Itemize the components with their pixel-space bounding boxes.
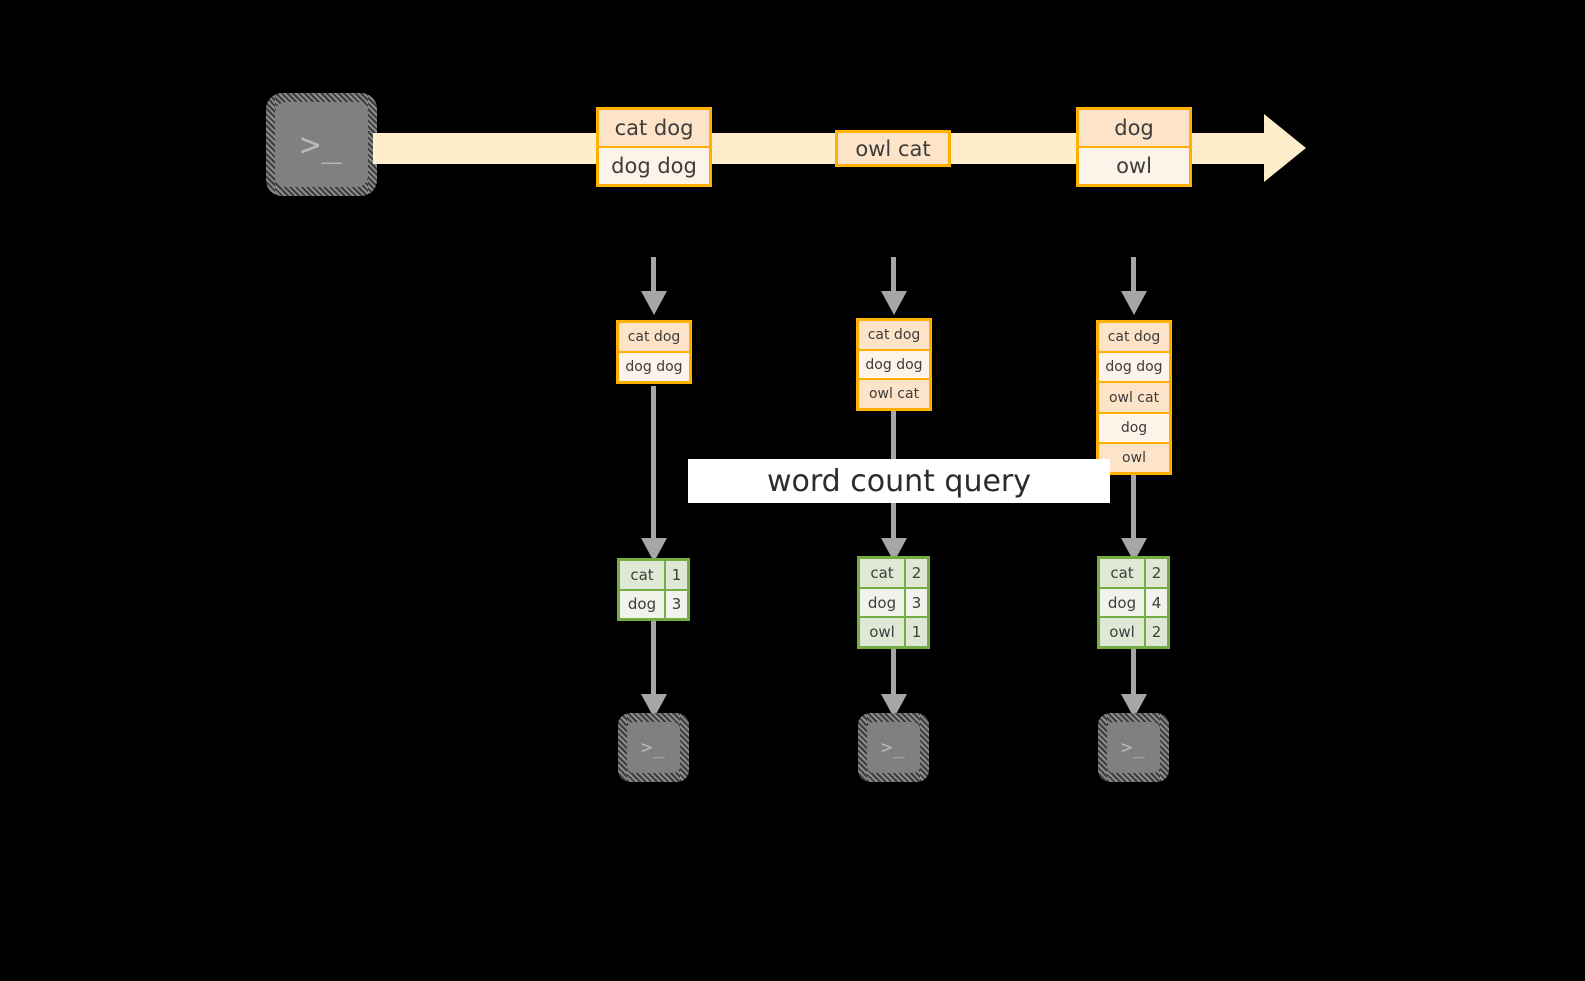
dashed-connector-arrowhead xyxy=(881,291,907,315)
terminal-prompt-glyph: >_ xyxy=(641,736,666,758)
accumulated-line: dog dog xyxy=(1099,351,1169,382)
result-count: 2 xyxy=(906,559,927,587)
result-row: owl 1 xyxy=(860,616,927,646)
accumulated-line: owl xyxy=(1099,441,1169,472)
stream-record-line: dog dog xyxy=(599,146,709,184)
result-table: cat 2 dog 3 owl 1 xyxy=(857,556,930,649)
result-row: dog 4 xyxy=(1100,586,1167,617)
accumulated-state-stack: cat dog dog dog xyxy=(616,320,692,384)
result-row: owl 2 xyxy=(1100,616,1167,646)
query-connector xyxy=(651,386,656,550)
result-word: cat xyxy=(1100,559,1146,587)
result-word: dog xyxy=(1100,588,1146,617)
result-word: cat xyxy=(860,559,906,587)
terminal-face xyxy=(627,722,680,773)
result-row: cat 1 xyxy=(620,561,687,589)
dashed-connector-arrowhead xyxy=(641,291,667,315)
result-word: dog xyxy=(620,590,666,618)
dashed-connector xyxy=(651,257,656,291)
accumulated-line: dog dog xyxy=(619,351,689,381)
stream-record-line: owl cat xyxy=(838,133,948,164)
stream-record-line: dog xyxy=(1079,110,1189,146)
terminal-prompt-glyph: >_ xyxy=(1121,736,1146,758)
result-row: dog 3 xyxy=(620,588,687,618)
accumulated-state-stack: cat dog dog dog owl cat xyxy=(856,318,932,411)
result-row: cat 2 xyxy=(1100,559,1167,587)
result-count: 3 xyxy=(666,590,687,618)
stream-band-arrowhead xyxy=(1264,114,1306,182)
query-connector xyxy=(1131,472,1136,550)
accumulated-line: owl cat xyxy=(1099,381,1169,412)
result-row: cat 2 xyxy=(860,559,927,587)
accumulated-line: dog dog xyxy=(859,348,929,379)
terminal-face xyxy=(275,102,368,187)
sink-connector xyxy=(891,649,896,697)
query-banner-label: word count query xyxy=(766,463,1032,499)
result-count: 2 xyxy=(1146,559,1167,587)
result-table: cat 1 dog 3 xyxy=(617,558,690,621)
accumulated-line: dog xyxy=(1099,411,1169,442)
sink-terminal-icon: >_ xyxy=(858,713,929,782)
accumulated-line: cat dog xyxy=(619,323,689,351)
result-count: 2 xyxy=(1146,618,1167,646)
result-row: dog 3 xyxy=(860,586,927,617)
accumulated-line: owl cat xyxy=(859,378,929,408)
result-count: 1 xyxy=(666,561,687,589)
query-banner: word count query xyxy=(688,459,1110,503)
stream-record: owl cat xyxy=(835,130,951,167)
dashed-connector xyxy=(1131,257,1136,291)
dashed-connector-arrowhead xyxy=(1121,291,1147,315)
result-word: owl xyxy=(1100,618,1146,646)
sink-connector xyxy=(651,621,656,697)
result-word: owl xyxy=(860,618,906,646)
result-count: 1 xyxy=(906,618,927,646)
accumulated-line: cat dog xyxy=(859,321,929,349)
result-count: 3 xyxy=(906,588,927,617)
source-terminal-icon: >_ xyxy=(266,93,377,196)
terminal-face xyxy=(867,722,920,773)
terminal-face xyxy=(1107,722,1160,773)
sink-terminal-icon: >_ xyxy=(1098,713,1169,782)
accumulated-line: cat dog xyxy=(1099,323,1169,352)
stream-record: cat dog dog dog xyxy=(596,107,712,187)
stream-record: dog owl xyxy=(1076,107,1192,187)
stream-record-line: cat dog xyxy=(599,110,709,146)
accumulated-state-stack: cat dog dog dog owl cat dog owl xyxy=(1096,320,1172,475)
sink-connector xyxy=(1131,649,1136,697)
result-word: cat xyxy=(620,561,666,589)
result-word: dog xyxy=(860,588,906,617)
result-table: cat 2 dog 4 owl 2 xyxy=(1097,556,1170,649)
stream-record-line: owl xyxy=(1079,146,1189,184)
terminal-prompt-glyph: >_ xyxy=(300,124,343,165)
sink-terminal-icon: >_ xyxy=(618,713,689,782)
terminal-prompt-glyph: >_ xyxy=(881,736,906,758)
result-count: 4 xyxy=(1146,588,1167,617)
dashed-connector xyxy=(891,257,896,291)
